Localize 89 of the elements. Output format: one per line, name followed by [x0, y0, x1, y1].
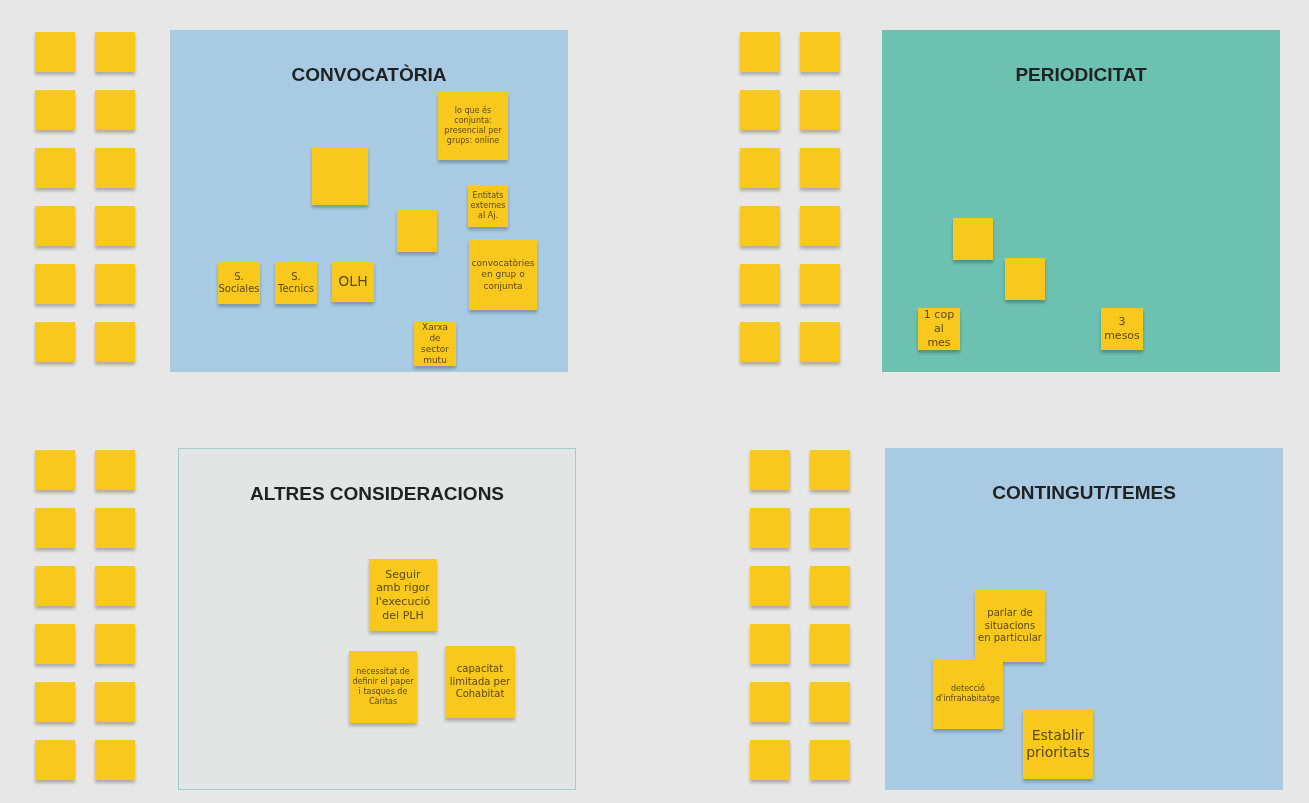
panel-title: CONTINGUT/TEMES: [991, 482, 1177, 504]
panel-title: ALTRES CONSIDERACIONS: [248, 483, 506, 505]
note-text: parlar de situacions en particular: [978, 607, 1042, 645]
sticky-note: [35, 322, 75, 362]
panel-title: PERIODICITAT: [1014, 64, 1148, 86]
board-panel: [885, 448, 1283, 790]
sticky-note: [95, 682, 135, 722]
sticky-note: [750, 508, 790, 548]
sticky-note: [740, 206, 780, 246]
note-text: 3 mesos: [1104, 315, 1140, 343]
sticky-note: [349, 651, 417, 723]
sticky-note: [414, 322, 456, 366]
sticky-note: [810, 624, 850, 664]
sticky-note: [469, 240, 537, 310]
sticky-note: [1005, 258, 1045, 300]
note-text: OLH: [338, 273, 368, 291]
sticky-note: [35, 450, 75, 490]
sticky-note: [1023, 709, 1093, 779]
sticky-note: [332, 262, 374, 302]
sticky-note: [800, 264, 840, 304]
sticky-note: [95, 322, 135, 362]
note-text: 1 cop al mes: [922, 308, 956, 350]
sticky-note: [35, 32, 75, 72]
sticky-note: [750, 740, 790, 780]
note-text: Seguir amb rigor l'execució del PLH: [374, 567, 432, 623]
sticky-note: [95, 566, 135, 606]
sticky-note: [750, 450, 790, 490]
panel-title: CONVOCATÒRIA: [290, 64, 448, 86]
sticky-note: [953, 218, 993, 260]
sticky-note: [933, 659, 1003, 729]
sticky-note: [800, 322, 840, 362]
sticky-note: [750, 566, 790, 606]
sticky-note: [445, 646, 515, 718]
sticky-note: [95, 508, 135, 548]
sticky-note: [740, 148, 780, 188]
sticky-note: [810, 450, 850, 490]
sticky-note: [397, 210, 437, 252]
note-text: lo que és conjunta: presencial per grups: online: [443, 106, 503, 146]
note-text: S. Sociales: [218, 270, 260, 296]
sticky-note: [218, 262, 260, 304]
sticky-note: [800, 32, 840, 72]
sticky-note: [750, 682, 790, 722]
board-panel: [170, 30, 568, 372]
note-text: Entitats externes al Aj.: [470, 191, 506, 221]
sticky-note: [95, 32, 135, 72]
board-panel: [882, 30, 1280, 372]
sticky-note: [95, 90, 135, 130]
sticky-note: [800, 90, 840, 130]
sticky-note: [438, 92, 508, 160]
sticky-note: [35, 566, 75, 606]
board-panel: [178, 448, 576, 790]
sticky-note: [810, 740, 850, 780]
sticky-note: [369, 559, 437, 631]
sticky-note: [35, 206, 75, 246]
note-text: Establir prioritats: [1026, 726, 1090, 762]
sticky-note: [95, 740, 135, 780]
sticky-note: [975, 590, 1045, 662]
sticky-note: [800, 148, 840, 188]
sticky-note: [35, 264, 75, 304]
sticky-note: [275, 262, 317, 304]
sticky-note: [468, 185, 508, 227]
sticky-note: [35, 624, 75, 664]
sticky-note: [35, 90, 75, 130]
sticky-note: [95, 450, 135, 490]
sticky-note: [35, 682, 75, 722]
note-text: detecció d'infrahabitatge: [936, 684, 1000, 704]
sticky-note: [95, 206, 135, 246]
sticky-note: [810, 508, 850, 548]
sticky-note: [740, 322, 780, 362]
sticky-note: [800, 206, 840, 246]
sticky-note: [740, 32, 780, 72]
sticky-note: [312, 147, 368, 205]
sticky-note: [740, 264, 780, 304]
sticky-note: [1101, 308, 1143, 350]
note-text: necessitat de definir el paper i tasques de Càritas: [352, 667, 414, 707]
sticky-note: [95, 148, 135, 188]
sticky-note: [35, 508, 75, 548]
sticky-note: [35, 148, 75, 188]
sticky-note: [750, 624, 790, 664]
sticky-note: [740, 90, 780, 130]
sticky-note: [810, 682, 850, 722]
note-text: convocatòries en grup o conjunta: [471, 258, 535, 292]
note-text: capacitat limitada per Cohabitat: [448, 663, 512, 701]
sticky-note: [35, 740, 75, 780]
note-text: Xarxa de sector mutu: [420, 321, 450, 367]
sticky-note: [810, 566, 850, 606]
sticky-note: [95, 264, 135, 304]
note-text: S. Tecnics: [278, 270, 314, 296]
sticky-note: [95, 624, 135, 664]
